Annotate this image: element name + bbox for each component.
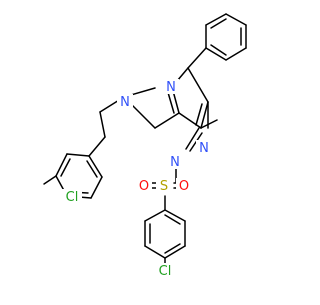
bond (86, 160, 98, 178)
bond (225, 47, 247, 61)
atom-o-sulfonyl-right: O (179, 179, 189, 194)
bond (185, 127, 200, 150)
atom-cl-sulfonyl-aryl: Cl (159, 264, 172, 279)
bond (164, 245, 186, 259)
bond (88, 136, 106, 157)
bond (164, 214, 181, 225)
atom-n-hydrazone-1: N (199, 141, 209, 156)
atom-o-sulfonyl-left: O (139, 179, 149, 194)
atom-label-layer: N N N N S O O Cl Cl (62, 79, 212, 279)
bond (66, 153, 90, 157)
bond (178, 112, 202, 129)
atom-cl-benzyl: Cl (66, 190, 79, 205)
atom-n-pyrazole-2: N (166, 80, 176, 95)
bond (195, 103, 203, 126)
bond (90, 176, 103, 199)
bond (225, 13, 247, 26)
molecule-canvas: N N N N S O O Cl Cl (43, 13, 247, 279)
bond (99, 111, 106, 138)
bond (88, 155, 103, 178)
bond (164, 209, 186, 222)
atom-n-hydrazone-2: N (170, 155, 180, 170)
bond (210, 44, 227, 56)
bond (60, 158, 71, 177)
atom-n-pyrazole-1: N (120, 95, 130, 110)
bond (205, 47, 227, 61)
bond (144, 245, 166, 259)
molecule-structure: N N N N S O O Cl Cl (43, 13, 247, 279)
bond (205, 13, 227, 26)
bond (200, 101, 209, 129)
bond (200, 119, 218, 129)
bond (55, 153, 68, 177)
bond (154, 112, 180, 129)
bond (164, 243, 181, 254)
bond (187, 67, 209, 103)
atom-s-sulfonyl: S (160, 179, 168, 194)
bond (187, 47, 207, 69)
bond (210, 18, 227, 29)
bond (43, 175, 57, 185)
bond (144, 209, 166, 222)
bond-layer (43, 13, 247, 269)
